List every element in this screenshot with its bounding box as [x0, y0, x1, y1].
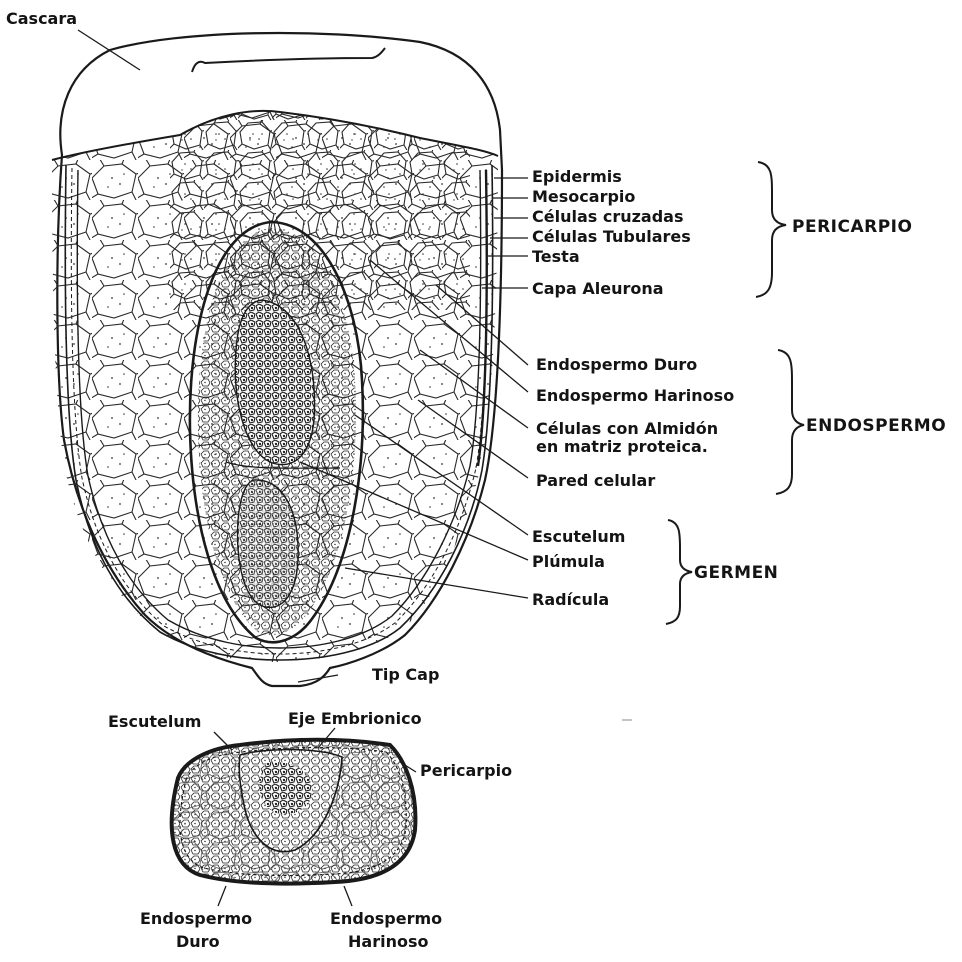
group-pericarpio: PERICARPIO	[792, 217, 912, 237]
label-tip-cap: Tip Cap	[372, 665, 439, 684]
brace-endospermo	[776, 350, 804, 494]
label-capa-aleurona: Capa Aleurona	[532, 279, 664, 298]
label-mesocarpio: Mesocarpio	[532, 187, 635, 206]
cs-label-pericarpio: Pericarpio	[420, 761, 512, 780]
cap-bracket	[192, 48, 385, 72]
cs-label-endospermo-harinoso-1: Endospermo	[330, 909, 442, 928]
brace-pericarpio	[756, 162, 786, 297]
label-epidermis: Epidermis	[532, 167, 622, 186]
label-endospermo-harinoso: Endospermo Harinoso	[536, 386, 734, 405]
label-matriz-proteica: en matriz proteica.	[536, 437, 708, 456]
label-celulas-almidon: Células con Almidón	[536, 419, 718, 438]
cs-label-endospermo-duro-1: Endospermo	[140, 909, 252, 928]
label-testa: Testa	[532, 247, 580, 266]
label-cascara: Cascara	[6, 9, 77, 28]
cs-label-endospermo-duro-2: Duro	[176, 932, 220, 951]
brace-germen	[666, 520, 692, 624]
label-escutelum: Escutelum	[532, 527, 625, 546]
label-celulas-tubulares: Células Tubulares	[532, 227, 691, 246]
cs-label-eje-embrionico: Eje Embrionico	[288, 709, 422, 728]
cs-label-endospermo-harinoso-2: Harinoso	[348, 932, 428, 951]
kernel-cross-section: Escutelum Eje Embrionico Pericarpio Endo…	[108, 709, 512, 951]
cs-label-escutelum: Escutelum	[108, 712, 201, 731]
label-celulas-cruzadas: Células cruzadas	[532, 207, 684, 226]
label-radicula: Radícula	[532, 590, 609, 609]
group-endospermo: ENDOSPERMO	[806, 416, 946, 436]
label-pared-celular: Pared celular	[536, 471, 655, 490]
group-germen: GERMEN	[694, 563, 778, 583]
label-endospermo-duro: Endospermo Duro	[536, 355, 697, 374]
label-plumula: Plúmula	[532, 552, 605, 571]
